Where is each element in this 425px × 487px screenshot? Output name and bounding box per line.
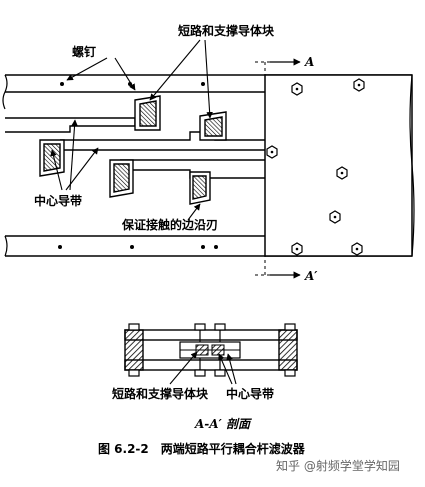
cross-section-view <box>124 323 298 377</box>
center-conductor-label-left: 中心导带 <box>34 193 82 208</box>
section-A-top-label: A <box>304 55 314 69</box>
section-leaders <box>169 351 237 385</box>
section-name-label: A-A′ 剖面 <box>194 417 252 431</box>
screw-label: 螺钉 <box>72 44 96 59</box>
plan-view <box>2 58 415 279</box>
center-conductor-label-bottom: 中心导带 <box>226 386 274 401</box>
short-support-label-top: 短路和支撑导体块 <box>178 23 275 38</box>
edge-guarantee-label: 保证接触的边沿刃 <box>121 217 218 232</box>
section-A-bottom-label: A′ <box>304 269 318 283</box>
watermark: 知乎 @射频学堂学知园 <box>276 458 400 473</box>
short-support-label-bottom: 短路和支撑导体块 <box>112 386 209 401</box>
support-blocks <box>39 95 227 205</box>
figure-caption: 图 6.2-2 两端短路平行耦合杆滤波器 <box>98 441 306 456</box>
leader-lines <box>50 39 213 221</box>
